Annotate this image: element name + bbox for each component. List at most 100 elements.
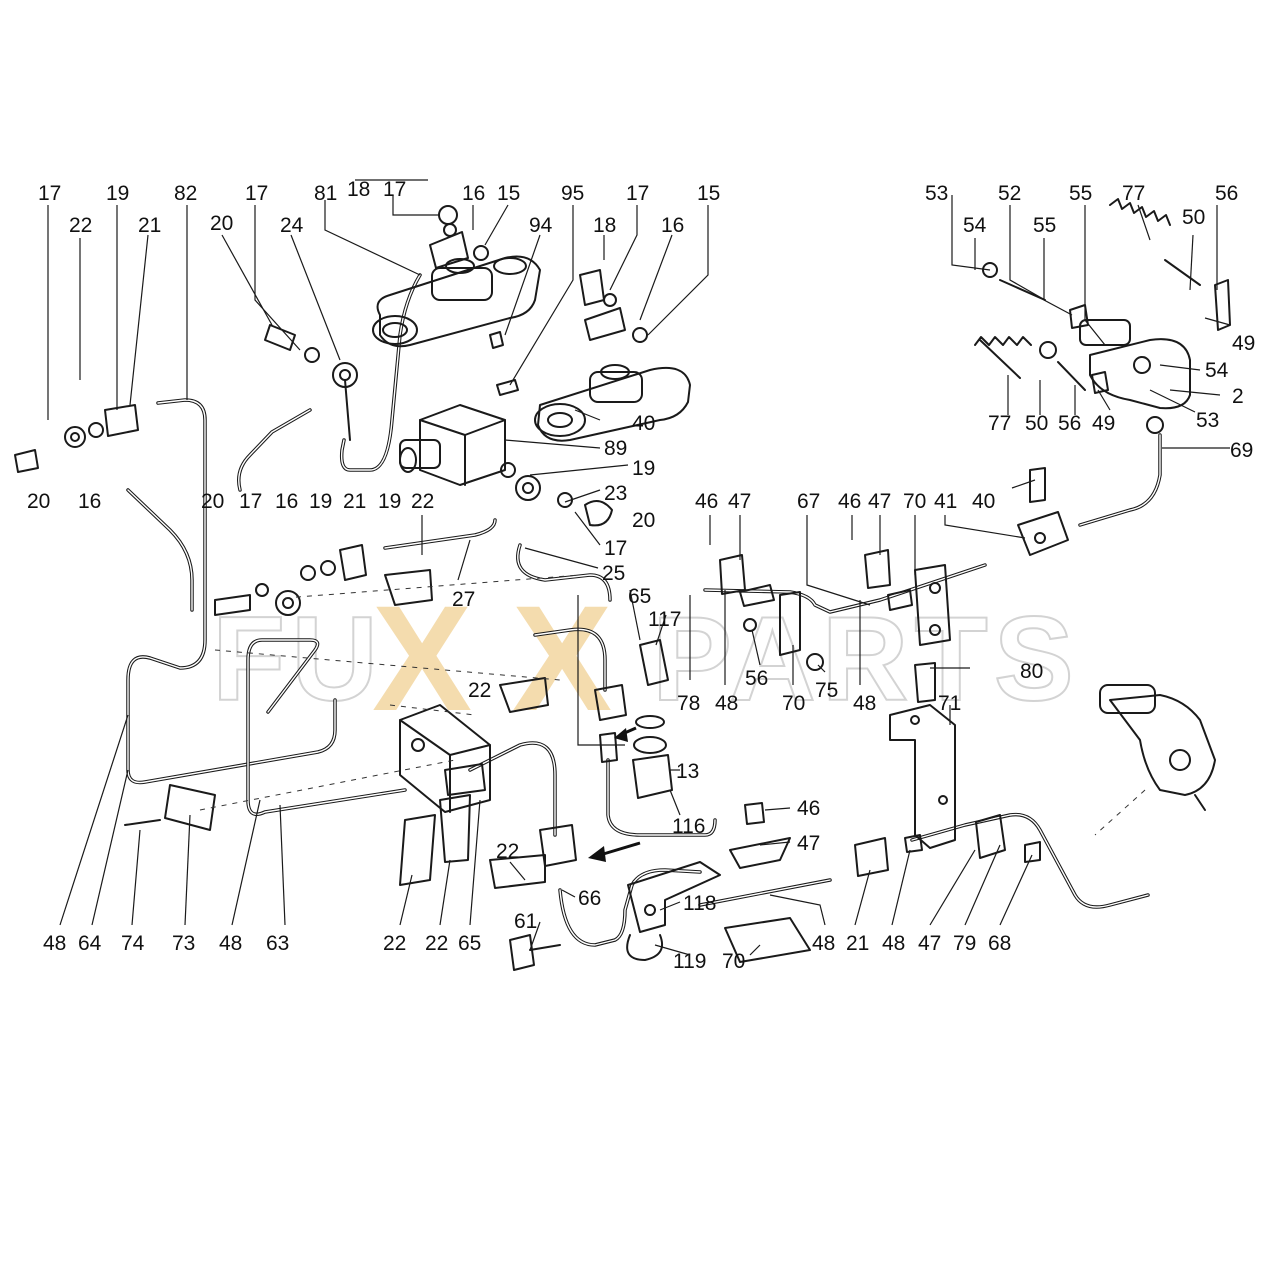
bracket-118: [627, 861, 721, 933]
callout-16: 16: [462, 182, 485, 205]
caliper-lower-right: [1099, 684, 1216, 811]
callout-47: 47: [797, 832, 820, 855]
callout-73: 73: [172, 932, 195, 955]
callout-48: 48: [43, 932, 66, 955]
callout-20: 20: [632, 509, 655, 532]
callout-69: 69: [1230, 439, 1253, 462]
callout-48: 48: [219, 932, 242, 955]
callout-17: 17: [604, 537, 627, 560]
bracket-71: [889, 704, 956, 849]
callout-50: 50: [1182, 206, 1205, 229]
callout-74: 74: [121, 932, 145, 955]
callout-55: 55: [1033, 214, 1056, 237]
callout-21: 21: [138, 214, 161, 237]
alignment-lines: [199, 574, 1146, 836]
callout-17: 17: [38, 182, 61, 205]
callout-67: 67: [797, 490, 820, 513]
callout-17: 17: [245, 182, 268, 205]
callout-21: 21: [846, 932, 869, 955]
callout-63: 63: [266, 932, 289, 955]
callout-16: 16: [661, 214, 684, 237]
callout-20: 20: [201, 490, 224, 513]
callout-47: 47: [918, 932, 941, 955]
callout-22: 22: [411, 490, 434, 513]
callout-81: 81: [314, 182, 337, 205]
brake-pipe-69: [1078, 433, 1162, 527]
callout-22: 22: [383, 932, 406, 955]
callout-94: 94: [529, 214, 553, 237]
brake-pipe-24: [237, 408, 312, 492]
callout-labels: 17 22 19 21 82 17 20 24 81 18 17 16 15 9…: [27, 178, 1255, 973]
callout-46: 46: [838, 490, 861, 513]
callout-25: 25: [602, 562, 625, 585]
callout-52: 52: [998, 182, 1021, 205]
callout-22: 22: [496, 840, 519, 863]
callout-20: 20: [27, 490, 50, 513]
t-piece-41: [1017, 511, 1069, 556]
fittings: [14, 205, 1231, 971]
callout-118: 118: [683, 892, 716, 915]
callout-65: 65: [458, 932, 481, 955]
callout-95: 95: [561, 182, 584, 205]
callout-64: 64: [78, 932, 102, 955]
callout-54: 54: [963, 214, 987, 237]
watermark-suffix: PARTS: [652, 592, 1080, 726]
callout-66: 66: [578, 887, 601, 910]
callout-17: 17: [626, 182, 649, 205]
springs: [974, 198, 1171, 379]
callout-19: 19: [378, 490, 401, 513]
brake-pipe-65b: [468, 741, 557, 837]
callout-27: 27: [452, 588, 475, 611]
callout-22: 22: [468, 679, 491, 702]
callout-48: 48: [882, 932, 905, 955]
callout-61: 61: [514, 910, 537, 933]
callout-18: 18: [593, 214, 616, 237]
callout-46: 46: [695, 490, 718, 513]
callout-13: 13: [676, 760, 699, 783]
callout-119: 119: [673, 950, 706, 973]
master-cylinder-81: [372, 255, 541, 348]
callout-70: 70: [722, 950, 745, 973]
brake-pipes: [126, 273, 1162, 947]
callout-46: 46: [797, 797, 820, 820]
callout-80: 80: [1020, 660, 1043, 683]
callout-47: 47: [868, 490, 891, 513]
components: [14, 198, 1231, 971]
callout-49: 49: [1092, 412, 1115, 435]
callout-79: 79: [953, 932, 976, 955]
callout-55: 55: [1069, 182, 1092, 205]
callout-117: 117: [648, 608, 681, 631]
callout-77: 77: [1122, 182, 1145, 205]
callout-19: 19: [106, 182, 129, 205]
callout-54: 54: [1205, 359, 1229, 382]
callout-78: 78: [677, 692, 700, 715]
callout-71: 71: [938, 692, 961, 715]
valve-block-89: [399, 404, 506, 486]
junction-block: [399, 704, 491, 813]
callout-2: 2: [1232, 385, 1244, 408]
direction-arrow: [588, 726, 641, 862]
callout-56: 56: [1058, 412, 1081, 435]
callout-40: 40: [972, 490, 995, 513]
callout-23: 23: [604, 482, 627, 505]
callout-41: 41: [934, 490, 957, 513]
callout-116: 116: [672, 815, 705, 838]
callout-16: 16: [275, 490, 298, 513]
callout-70: 70: [782, 692, 805, 715]
callout-89: 89: [604, 437, 627, 460]
callout-82: 82: [174, 182, 197, 205]
callout-47: 47: [728, 490, 751, 513]
caliper-top-right: [1079, 319, 1191, 410]
callout-48: 48: [812, 932, 835, 955]
callout-20: 20: [210, 212, 233, 235]
callout-53: 53: [925, 182, 948, 205]
callout-56: 56: [1215, 182, 1238, 205]
callout-21: 21: [343, 490, 366, 513]
callout-48: 48: [715, 692, 738, 715]
callout-77: 77: [988, 412, 1011, 435]
callout-53: 53: [1196, 409, 1219, 432]
brake-pipe-64: [126, 488, 194, 612]
callout-18: 18: [347, 178, 370, 201]
callout-15: 15: [497, 182, 520, 205]
